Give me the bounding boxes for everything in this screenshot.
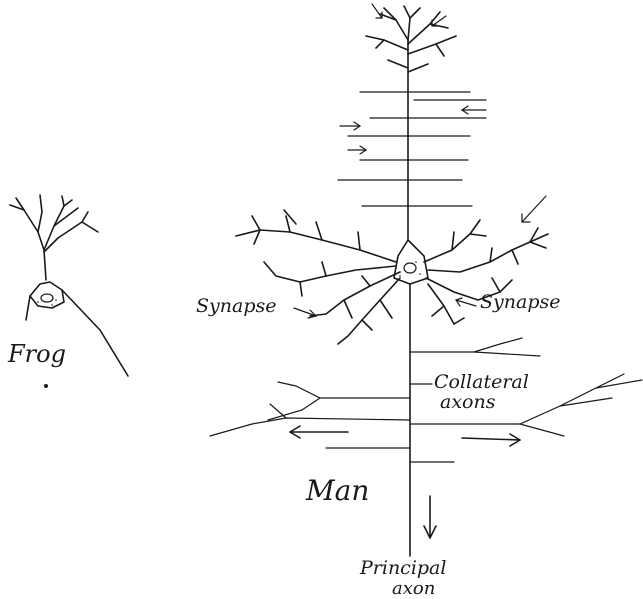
frog-axon [62, 290, 128, 376]
principal-axon-arrow [424, 496, 436, 538]
human-neuron [210, 4, 642, 556]
synapse-label-left: Synapse [196, 295, 276, 317]
man-label: Man [305, 474, 369, 507]
frog-label: Frog [7, 340, 66, 368]
frog-nucleus [41, 294, 53, 302]
basal-dendrites-left [236, 210, 400, 344]
human-nucleus [404, 263, 416, 273]
frog-cell-body [30, 282, 64, 308]
collateral-direction-arrows [290, 426, 520, 446]
branch-arrows [340, 106, 486, 154]
frog-label-dot [44, 384, 48, 388]
frog-dendrites [10, 195, 98, 280]
collateral-axons-left [210, 382, 410, 448]
human-cell-body [394, 240, 428, 284]
principal-label-line1: Principal [359, 557, 446, 579]
synapse-label-right: Synapse [480, 291, 560, 313]
collateral-label-line2: axons [440, 391, 496, 413]
principal-label-line2: axon [392, 578, 435, 599]
apical-dendrite-crown [366, 6, 456, 240]
collateral-label-line1: Collateral [434, 371, 529, 393]
right-incoming-arrow [522, 196, 546, 222]
